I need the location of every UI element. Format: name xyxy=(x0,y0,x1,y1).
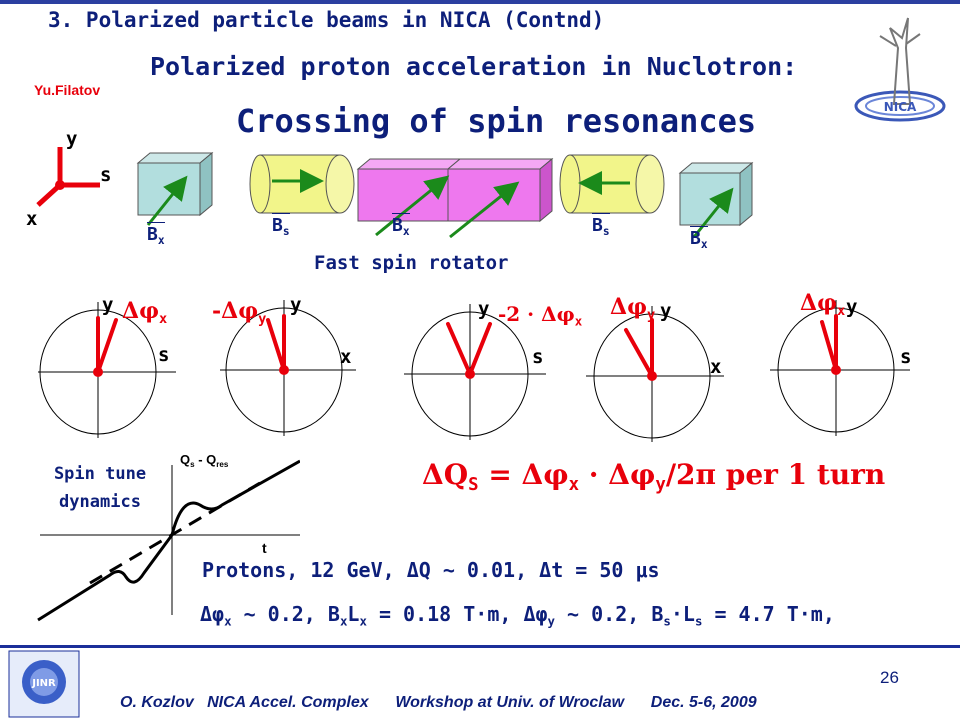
circle3-phase-label: -2 · Δφx xyxy=(498,302,583,329)
spin-tune-label: Spin tune dynamics xyxy=(53,464,147,512)
spin-vector xyxy=(624,328,654,378)
bx-label-2: Bx xyxy=(392,213,410,242)
main-title: Crossing of spin resonances xyxy=(236,102,757,140)
svg-text:NICA: NICA xyxy=(884,100,917,114)
spin-vector xyxy=(446,322,472,376)
qs-qres-label: Qs - Qres xyxy=(180,452,229,469)
bs-label-1: Bs xyxy=(272,213,290,242)
spin-tune-plot xyxy=(37,459,300,622)
field-parameters-line: Δφx ~ 0.2, BxLx = 0.18 T·m, Δφy ~ 0.2, B… xyxy=(200,602,835,629)
spin-vector xyxy=(820,320,838,372)
axis-label-x: x xyxy=(26,208,38,230)
circle4-phase-label: Δφy xyxy=(610,294,656,323)
cyan-magnet-2 xyxy=(678,161,754,227)
circle4-axis-right: x xyxy=(710,356,722,378)
svg-text:JINR: JINR xyxy=(31,678,56,689)
jinr-logo: JINR xyxy=(8,650,80,718)
spin-vector xyxy=(266,318,286,372)
circle1-axis-right: s xyxy=(158,344,170,366)
spin-vector xyxy=(468,322,492,376)
circle5-axis-right: s xyxy=(900,346,912,368)
t-axis-label: t xyxy=(262,540,267,556)
circle4-axis-top: y xyxy=(660,300,672,322)
subtitle: Polarized proton acceleration in Nuclotr… xyxy=(150,52,798,81)
circle1-axis-top: y xyxy=(102,294,114,316)
author-label: Yu.Filatov xyxy=(34,82,101,98)
cyan-magnet-1 xyxy=(136,151,214,217)
header-line-top xyxy=(0,0,960,4)
page-number: 26 xyxy=(880,668,899,687)
magnet-row xyxy=(136,151,754,239)
bx-label-3: Bx xyxy=(690,226,708,255)
protons-info-line: Protons, 12 GeV, ΔQ ~ 0.01, Δt = 50 μs xyxy=(202,558,660,582)
circle3-axis-right: s xyxy=(532,346,544,368)
magenta-magnets xyxy=(356,157,554,223)
circle5-axis-top: y xyxy=(846,296,858,318)
delta-q-formula: ΔQS = Δφx · Δφy/2π per 1 turn xyxy=(422,458,886,496)
circle2-axis-right: x xyxy=(340,346,352,368)
bx-label-1: Bx xyxy=(147,222,165,251)
fast-spin-rotator-label: Fast spin rotator xyxy=(314,252,509,274)
footer-text: O. Kozlov NICA Accel. Complex Workshop a… xyxy=(120,694,757,711)
spin-vector xyxy=(96,318,118,374)
yellow-solenoid-1 xyxy=(249,154,355,214)
circle2-axis-top: y xyxy=(290,294,302,316)
nica-logo: NICA xyxy=(854,17,946,122)
bs-label-2: Bs xyxy=(592,213,610,242)
footer-line xyxy=(0,645,960,648)
spin-circles xyxy=(38,300,910,442)
circle2-phase-label: -Δφy xyxy=(212,298,267,327)
section-title: 3. Polarized particle beams in NICA (Con… xyxy=(48,8,605,32)
axis-label-s: s xyxy=(100,164,112,186)
axis-label-y: y xyxy=(66,128,78,150)
axis-diagram xyxy=(36,147,100,207)
circle1-phase-label: Δφx xyxy=(122,298,168,327)
circle5-phase-label: Δφx xyxy=(800,290,846,319)
circle3-axis-top: y xyxy=(478,298,490,320)
